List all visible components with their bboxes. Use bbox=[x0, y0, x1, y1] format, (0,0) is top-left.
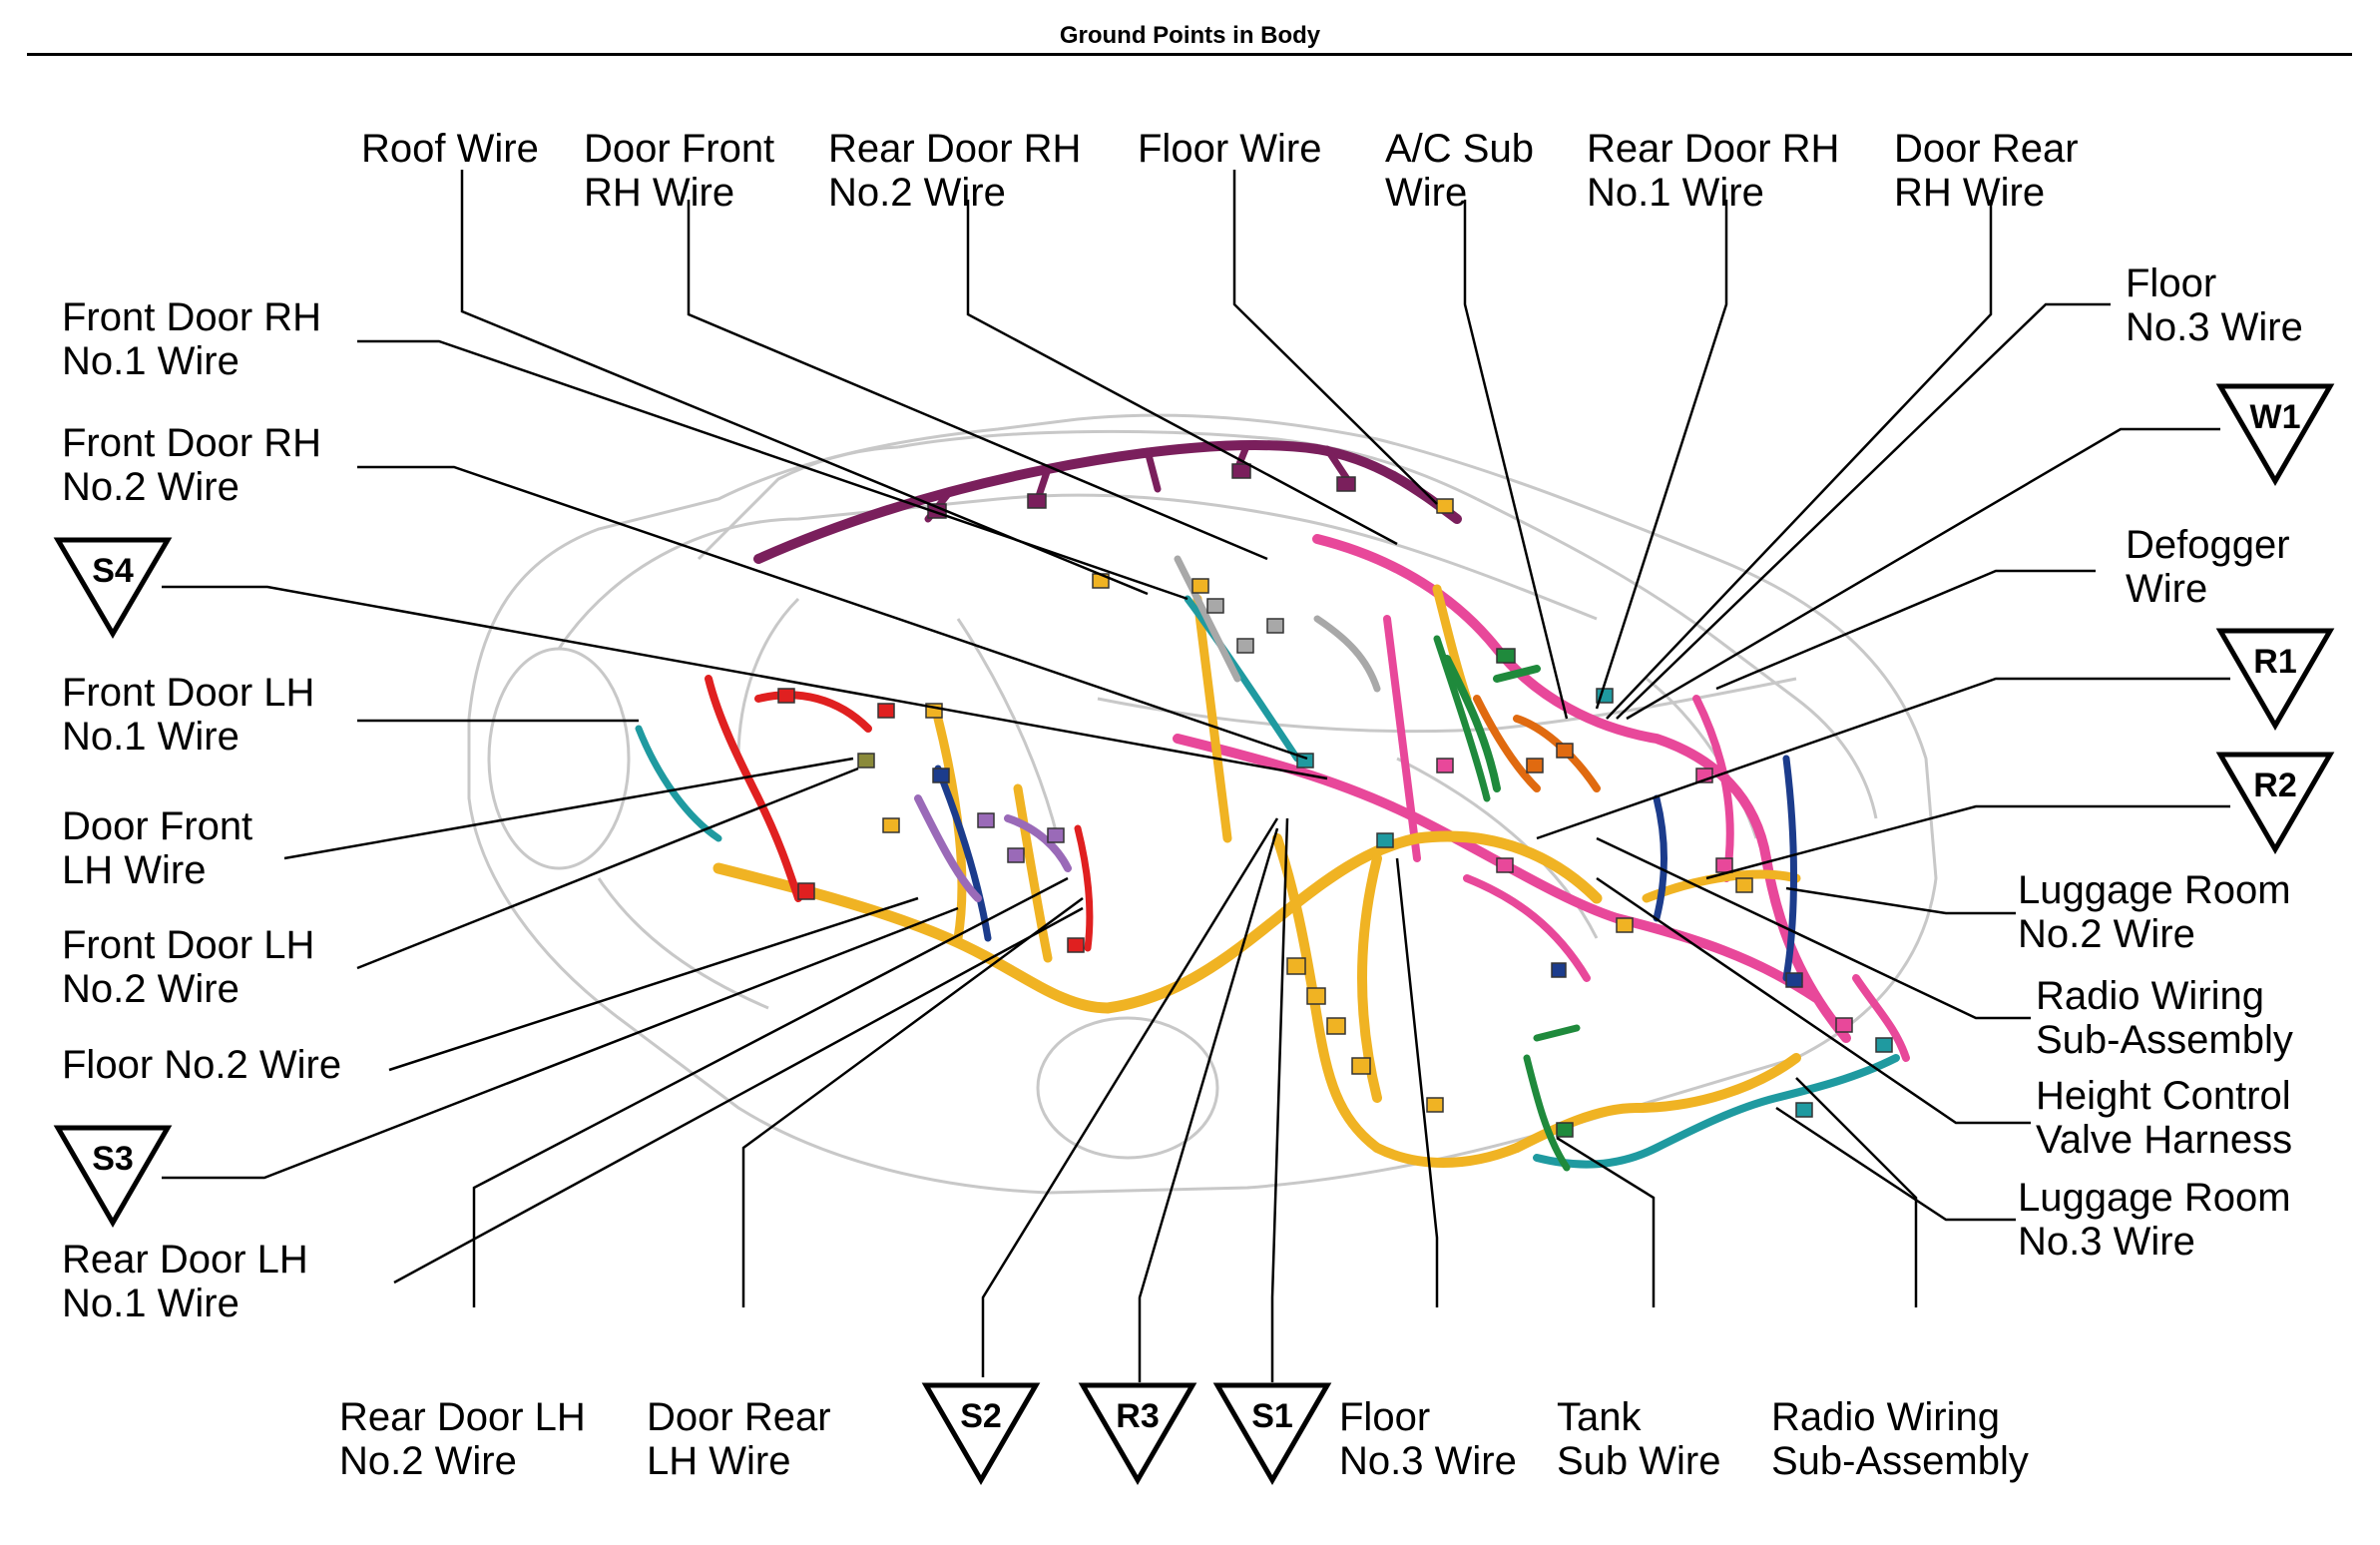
ground-marker-w1 bbox=[2215, 383, 2335, 486]
label-radio-wiring-sub-assembly-bottom: Radio Wiring Sub-Assembly bbox=[1771, 1395, 2029, 1483]
page-title: Ground Points in Body bbox=[1059, 22, 1321, 49]
floor-harness bbox=[713, 830, 1603, 1014]
tank-harness bbox=[1533, 1054, 1900, 1169]
wire-harnesses bbox=[635, 440, 1910, 1172]
label-luggage-room-no2-wire: Luggage Room No.2 Wire bbox=[2018, 868, 2291, 956]
connectors bbox=[777, 463, 1893, 1138]
label-roof-wire: Roof Wire bbox=[361, 127, 539, 171]
ground-r2: R2 bbox=[2253, 767, 2296, 804]
ground-marker-labels: S4 S3 S2 R3 S1 W1 R1 R2 bbox=[92, 398, 2300, 1435]
roof-harness bbox=[753, 440, 1462, 564]
ground-marker-s4 bbox=[53, 537, 173, 639]
label-front-door-rh-no1-wire: Front Door RH No.1 Wire bbox=[62, 295, 322, 383]
ground-marker-r1 bbox=[2215, 628, 2335, 731]
label-floor-no2-wire: Floor No.2 Wire bbox=[62, 1043, 342, 1087]
label-floor-no3-wire-bottom: Floor No.3 Wire bbox=[1339, 1395, 1517, 1483]
label-rear-door-rh-no1-wire: Rear Door RH No.1 Wire bbox=[1587, 127, 1840, 215]
ground-r1: R1 bbox=[2253, 643, 2296, 681]
label-door-rear-lh-wire: Door Rear LH Wire bbox=[647, 1395, 831, 1483]
label-door-front-lh-wire: Door Front LH Wire bbox=[62, 804, 253, 892]
ground-s1: S1 bbox=[1251, 1397, 1293, 1435]
label-door-front-rh-wire: Door Front RH Wire bbox=[584, 127, 775, 215]
label-ac-sub-wire: A/C Sub Wire bbox=[1385, 127, 1534, 215]
label-floor-wire: Floor Wire bbox=[1138, 127, 1322, 171]
ground-marker-s3 bbox=[53, 1125, 173, 1228]
label-front-door-lh-no1-wire: Front Door LH No.1 Wire bbox=[62, 671, 315, 759]
ground-marker-s1 bbox=[1212, 1382, 1332, 1485]
label-rear-door-lh-no1-wire: Rear Door LH No.1 Wire bbox=[62, 1238, 308, 1325]
label-floor-no3-wire-top: Floor No.3 Wire bbox=[2126, 261, 2303, 349]
ground-marker-r3 bbox=[1078, 1382, 1197, 1485]
front-left-harness bbox=[705, 675, 872, 902]
ground-w1: W1 bbox=[2250, 398, 2301, 436]
ground-marker-s2 bbox=[921, 1382, 1041, 1485]
title-rule bbox=[27, 53, 2352, 56]
ground-s3: S3 bbox=[92, 1140, 134, 1178]
label-tank-sub-wire: Tank Sub Wire bbox=[1557, 1395, 1721, 1483]
label-rear-door-rh-no2-wire: Rear Door RH No.2 Wire bbox=[828, 127, 1082, 215]
label-door-rear-rh-wire: Door Rear RH Wire bbox=[1894, 127, 2079, 215]
ground-r3: R3 bbox=[1116, 1397, 1159, 1435]
ground-s2: S2 bbox=[960, 1397, 1002, 1435]
label-luggage-room-no3-wire: Luggage Room No.3 Wire bbox=[2018, 1176, 2291, 1264]
ground-markers bbox=[53, 383, 2335, 1485]
leader-lines bbox=[162, 170, 2230, 1382]
ground-s4: S4 bbox=[92, 552, 134, 590]
rear-harness bbox=[1312, 534, 1851, 1043]
label-radio-wiring-sub-assembly-right: Radio Wiring Sub-Assembly bbox=[2036, 974, 2293, 1062]
label-front-door-rh-no2-wire: Front Door RH No.2 Wire bbox=[62, 421, 322, 509]
label-front-door-lh-no2-wire: Front Door LH No.2 Wire bbox=[62, 923, 315, 1011]
label-rear-door-lh-no2-wire: Rear Door LH No.2 Wire bbox=[339, 1395, 586, 1483]
ground-marker-r2 bbox=[2215, 752, 2335, 854]
label-defogger-wire: Defogger Wire bbox=[2126, 523, 2290, 611]
label-height-control-valve-harness: Height Control Valve Harness bbox=[2036, 1074, 2293, 1162]
